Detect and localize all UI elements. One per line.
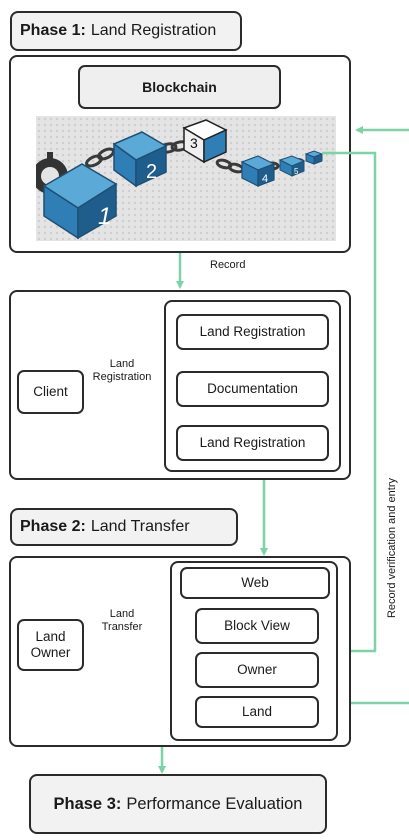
blockchain-title: Blockchain <box>78 65 281 109</box>
record-verification-line <box>322 151 377 655</box>
svg-text:3: 3 <box>190 135 198 151</box>
transfer-arrow-label: Land Transfer <box>101 608 143 633</box>
record-verification-label: Record verification and entry <box>386 478 398 619</box>
phase1-title: Land Registration <box>90 22 217 39</box>
step-land-registration-1: Land Registration <box>176 314 329 350</box>
phase2-header: Phase 2: Land Transfer <box>10 508 238 546</box>
step-land-registration-2: Land Registration <box>176 425 329 461</box>
record-label: Record <box>210 259 246 271</box>
item-web: Web <box>180 567 330 599</box>
land-owner-box: Land Owner <box>17 619 84 671</box>
block-2-icon: 2 <box>112 131 168 188</box>
block-5-icon: 5 <box>278 155 306 177</box>
phase1-header: Phase 1: Land Registration <box>10 11 242 51</box>
blockchain-illustration: 1 2 3 4 5 <box>36 116 336 241</box>
block-6-icon <box>304 150 324 165</box>
phase3-bold: Phase 3: <box>53 794 122 813</box>
block-4-icon: 4 <box>240 155 276 187</box>
item-owner: Owner <box>195 652 319 688</box>
reg-arrow-label: Land Registration <box>92 358 152 383</box>
phase3-title: Performance Evaluation <box>126 794 303 813</box>
svg-text:1: 1 <box>98 203 111 230</box>
svg-text:4: 4 <box>262 173 268 185</box>
svg-text:5: 5 <box>294 167 299 176</box>
phase3-header: Phase 3: Performance Evaluation <box>29 774 327 834</box>
item-block-view: Block View <box>195 608 319 644</box>
item-land: Land <box>195 696 319 728</box>
phase1-bold: Phase 1: <box>20 22 86 39</box>
client-box: Client <box>17 370 84 414</box>
block-1-icon: 1 <box>42 163 118 240</box>
svg-text:2: 2 <box>146 161 157 183</box>
phase2-bold: Phase 2: <box>20 518 86 535</box>
step-documentation: Documentation <box>176 371 329 407</box>
phase2-title: Land Transfer <box>90 518 190 535</box>
block-3-icon: 3 <box>182 119 228 164</box>
